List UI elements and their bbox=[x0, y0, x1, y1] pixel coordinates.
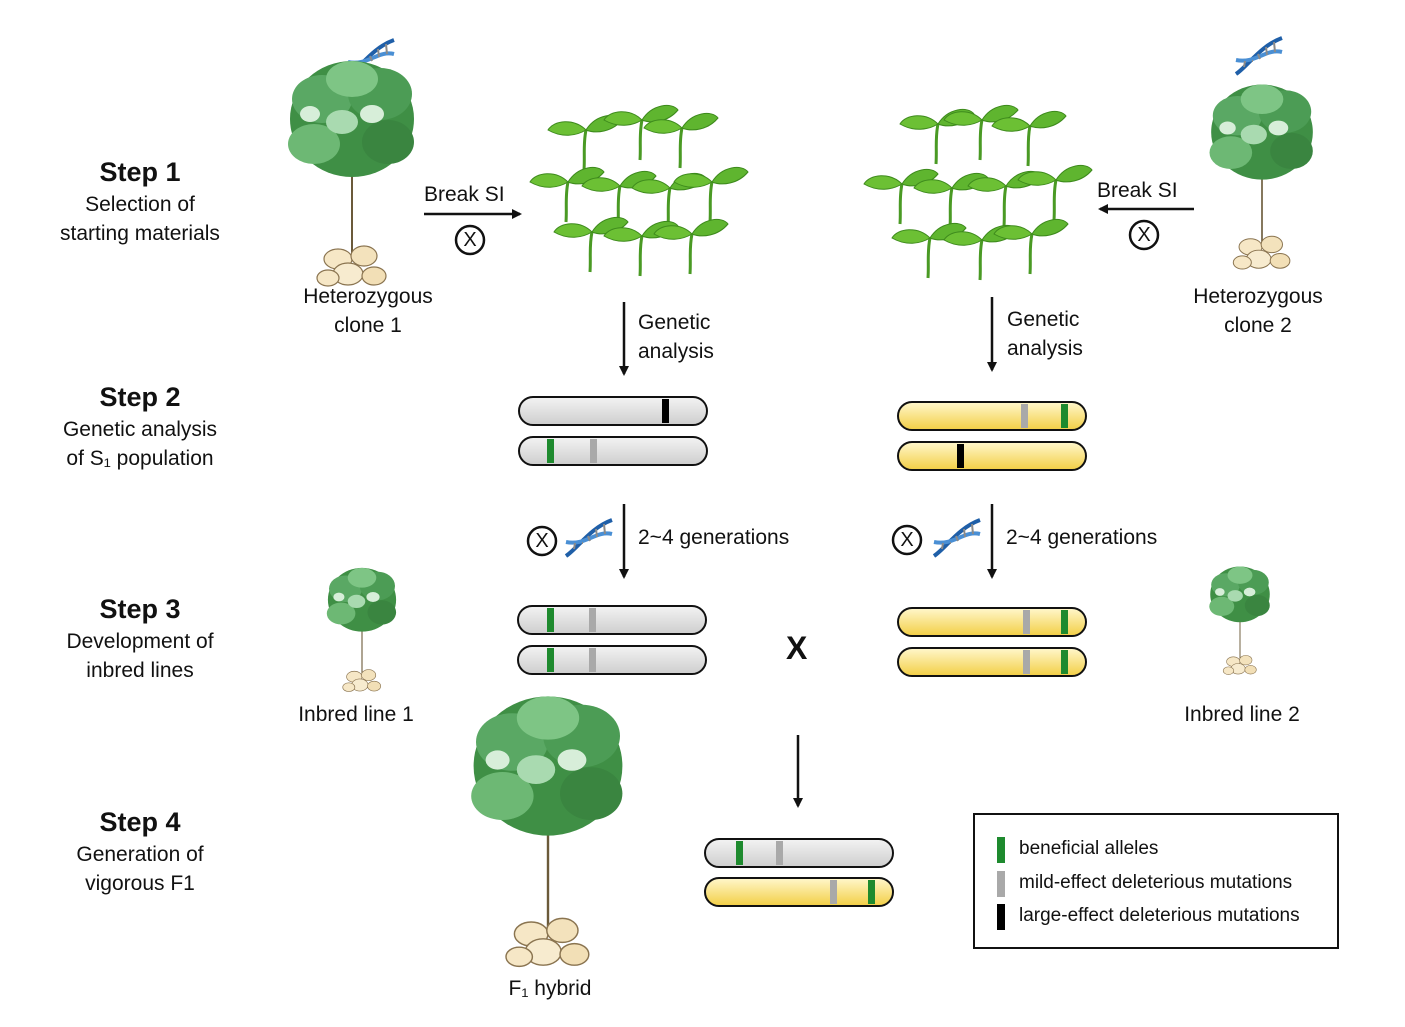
break-si-label-left: Break SI bbox=[424, 183, 505, 206]
step-4-description: Generation of vigorous F1 bbox=[20, 840, 260, 898]
self-symbol-break-si-left: X bbox=[463, 229, 477, 251]
chromosome-step3-right-top bbox=[897, 607, 1087, 637]
chromosome-f1-bottom bbox=[704, 877, 894, 907]
genetic-analysis-label-left: Genetic analysis bbox=[638, 308, 714, 366]
clone-1-label-line-2: clone 1 bbox=[334, 314, 402, 337]
chromosome-step2-right-top bbox=[897, 401, 1087, 431]
chromosome-step2-left-top bbox=[518, 396, 708, 426]
mild-effect-deleterious-band bbox=[589, 648, 596, 672]
genetic-analysis-right-line-2: analysis bbox=[1007, 337, 1083, 360]
clone-1-label-line-1: Heterozygous bbox=[303, 285, 433, 308]
step-2-desc-line-2: of S₁ population bbox=[66, 447, 214, 470]
clone-1-label: Heterozygous clone 1 bbox=[282, 282, 454, 340]
legend-box: beneficial alleles mild-effect deleterio… bbox=[973, 813, 1339, 949]
step-2-description: Genetic analysis of S₁ population bbox=[20, 415, 260, 473]
step-1-title: Step 1 bbox=[99, 157, 181, 187]
break-si-label-right: Break SI bbox=[1097, 179, 1178, 202]
self-symbol-generations-right: X bbox=[900, 529, 914, 551]
legend-label-large: large-effect deleterious mutations bbox=[1019, 905, 1300, 926]
f1-hybrid-label: F₁ hybrid bbox=[508, 977, 592, 1000]
potato-plant-icon bbox=[287, 60, 415, 287]
legend-swatch-beneficial bbox=[997, 837, 1005, 863]
chromosome-step3-right-bottom bbox=[897, 647, 1087, 677]
beneficial-allele-band bbox=[868, 880, 875, 904]
legend-swatch-mild bbox=[997, 871, 1005, 897]
beneficial-allele-band bbox=[1061, 650, 1068, 674]
legend-swatch-large bbox=[997, 904, 1005, 930]
large-effect-deleterious-band bbox=[957, 444, 964, 468]
step-3-title: Step 3 bbox=[99, 594, 181, 624]
potato-plant-icon bbox=[1208, 83, 1314, 270]
beneficial-allele-band bbox=[1061, 404, 1068, 428]
clone-2-label-line-1: Heterozygous bbox=[1193, 285, 1323, 308]
self-symbol-generations-left: X bbox=[535, 530, 549, 552]
step-1-description: Selection of starting materials bbox=[20, 190, 260, 248]
mild-effect-deleterious-band bbox=[830, 880, 837, 904]
inbred-line-2-label: Inbred line 2 bbox=[1184, 703, 1300, 726]
chromosome-step2-left-bottom bbox=[518, 436, 708, 466]
self-symbol-break-si-right: X bbox=[1137, 224, 1151, 246]
seedling-cluster-left bbox=[528, 103, 750, 278]
chromosome-step3-left-top bbox=[517, 605, 707, 635]
clone-2-label-line-2: clone 2 bbox=[1224, 314, 1292, 337]
mild-effect-deleterious-band bbox=[1023, 650, 1030, 674]
beneficial-allele-band bbox=[1061, 610, 1068, 634]
genetic-analysis-right-line-1: Genetic bbox=[1007, 308, 1080, 331]
mild-effect-deleterious-band bbox=[1023, 610, 1030, 634]
seedling-cluster-right bbox=[862, 103, 1094, 282]
legend-label-mild: mild-effect deleterious mutations bbox=[1019, 872, 1293, 893]
mild-effect-deleterious-band bbox=[589, 608, 596, 632]
generations-label-right: 2~4 generations bbox=[1006, 526, 1158, 549]
legend-label-beneficial: beneficial alleles bbox=[1019, 838, 1159, 859]
chromosome-f1-top bbox=[704, 838, 894, 868]
step-3-desc-line-2: inbred lines bbox=[86, 659, 194, 682]
beneficial-allele-band bbox=[547, 608, 554, 632]
large-effect-deleterious-band bbox=[662, 399, 669, 423]
step-4-desc-line-1: Generation of bbox=[76, 843, 204, 866]
beneficial-allele-band bbox=[547, 439, 554, 463]
beneficial-allele-band bbox=[736, 841, 743, 865]
step-4-title: Step 4 bbox=[99, 807, 181, 837]
dna-helix-icon bbox=[1234, 36, 1284, 76]
potato-plant-icon bbox=[470, 695, 624, 968]
potato-plant-icon bbox=[326, 567, 397, 693]
beneficial-allele-band bbox=[547, 648, 554, 672]
dna-helix-icon bbox=[564, 518, 614, 558]
inbred-line-1-label: Inbred line 1 bbox=[298, 703, 414, 726]
generations-label-left: 2~4 generations bbox=[638, 526, 790, 549]
mild-effect-deleterious-band bbox=[776, 841, 783, 865]
cross-symbol: X bbox=[786, 630, 808, 666]
clone-2-label: Heterozygous clone 2 bbox=[1172, 282, 1344, 340]
dna-helix-icon bbox=[932, 518, 982, 558]
chromosome-step3-left-bottom bbox=[517, 645, 707, 675]
step-3-desc-line-1: Development of bbox=[66, 630, 214, 653]
potato-plant-icon bbox=[1208, 566, 1271, 676]
chromosome-step2-right-bottom bbox=[897, 441, 1087, 471]
step-1-desc-line-1: Selection of bbox=[85, 193, 195, 216]
step-2-title: Step 2 bbox=[99, 382, 181, 412]
mild-effect-deleterious-band bbox=[1021, 404, 1028, 428]
mild-effect-deleterious-band bbox=[590, 439, 597, 463]
step-2-desc-line-1: Genetic analysis bbox=[62, 418, 218, 441]
genetic-analysis-label-right: Genetic analysis bbox=[1007, 305, 1083, 363]
step-4-desc-line-2: vigorous F1 bbox=[85, 872, 195, 895]
genetic-analysis-left-line-1: Genetic bbox=[638, 311, 711, 334]
step-1-desc-line-2: starting materials bbox=[60, 222, 220, 245]
step-3-description: Development of inbred lines bbox=[20, 627, 260, 685]
genetic-analysis-left-line-2: analysis bbox=[638, 340, 714, 363]
